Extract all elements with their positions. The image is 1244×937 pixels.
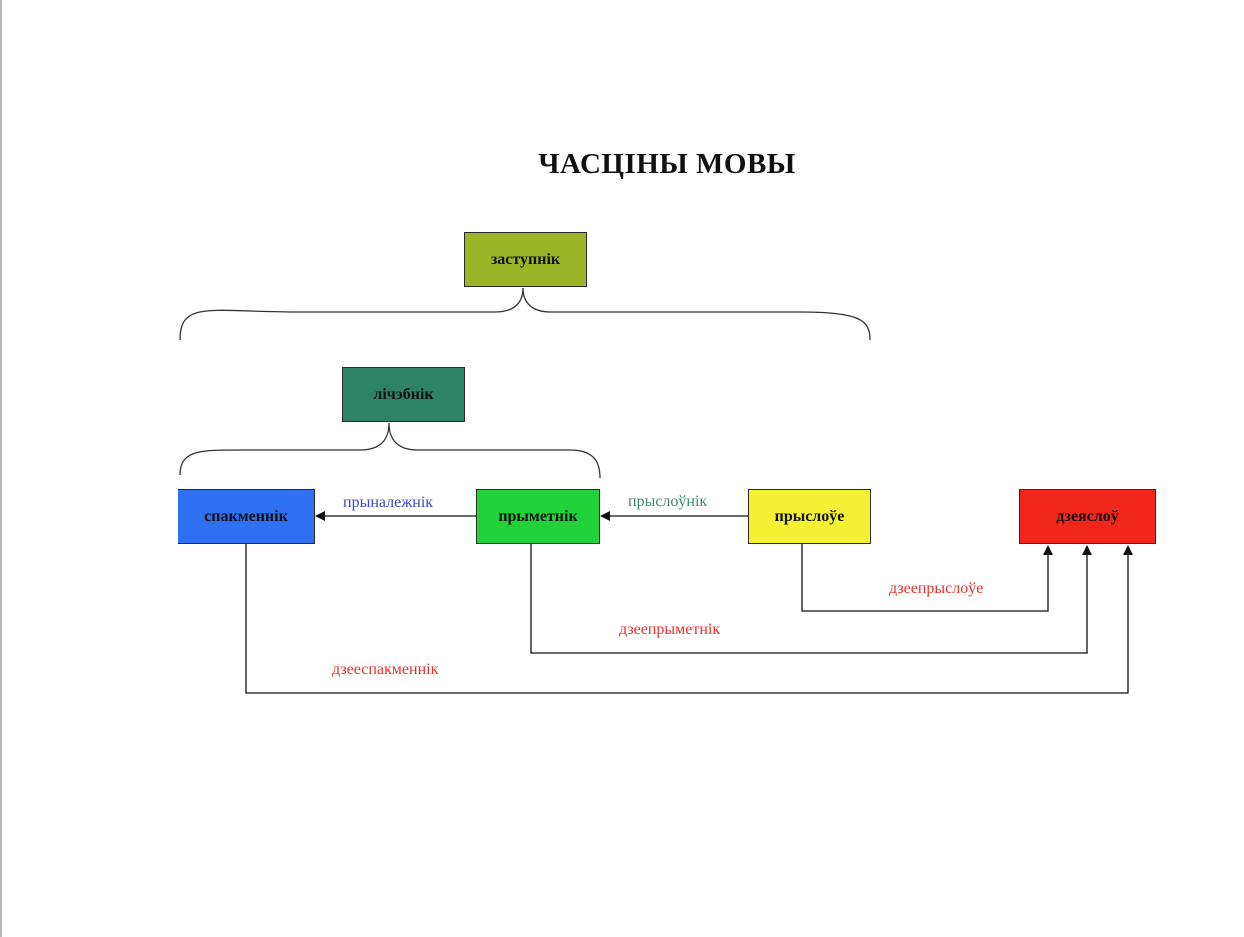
brace-zastupnik [179,287,871,341]
edge-label-prysloynik: прыслоўнік [628,493,708,510]
node-prysloue-label: прыслоўе [774,507,845,525]
arrow-dzeeprymetnik [530,544,1092,654]
brace-lichebnik [179,422,601,479]
page-title: ЧАСЦІНЫ МОВЫ [538,148,796,180]
edge-label-dzeespakmennik: дзееспакменнік [332,661,439,678]
node-lichebnik-label: лічэбнік [373,385,434,403]
arrow-dzeespakmennik [245,544,1133,694]
edge-label-dzeeprysloue: дзеепрыслоўе [889,580,984,597]
left-edge-line [0,0,2,937]
node-spakmennik: спакменнік [178,489,315,544]
node-zastupnik: заступнік [464,232,587,287]
node-prymetnik-label: прыметнік [498,507,578,525]
node-dzeyaslou: дзеяслоў [1019,489,1156,544]
arrow-dzeeprysloue [801,544,1053,612]
node-dzeyaslou-label: дзеяслоў [1056,507,1119,525]
edge-label-dzeeprymetnik: дзеепрыметнік [619,621,721,638]
edge-label-prynalezhnik: прыналежнік [343,494,434,511]
node-zastupnik-label: заступнік [490,250,561,268]
node-prymetnik: прыметнік [476,489,600,544]
node-spakmennik-label: спакменнік [204,507,288,525]
node-lichebnik: лічэбнік [342,367,465,422]
node-prysloue: прыслоўе [748,489,871,544]
